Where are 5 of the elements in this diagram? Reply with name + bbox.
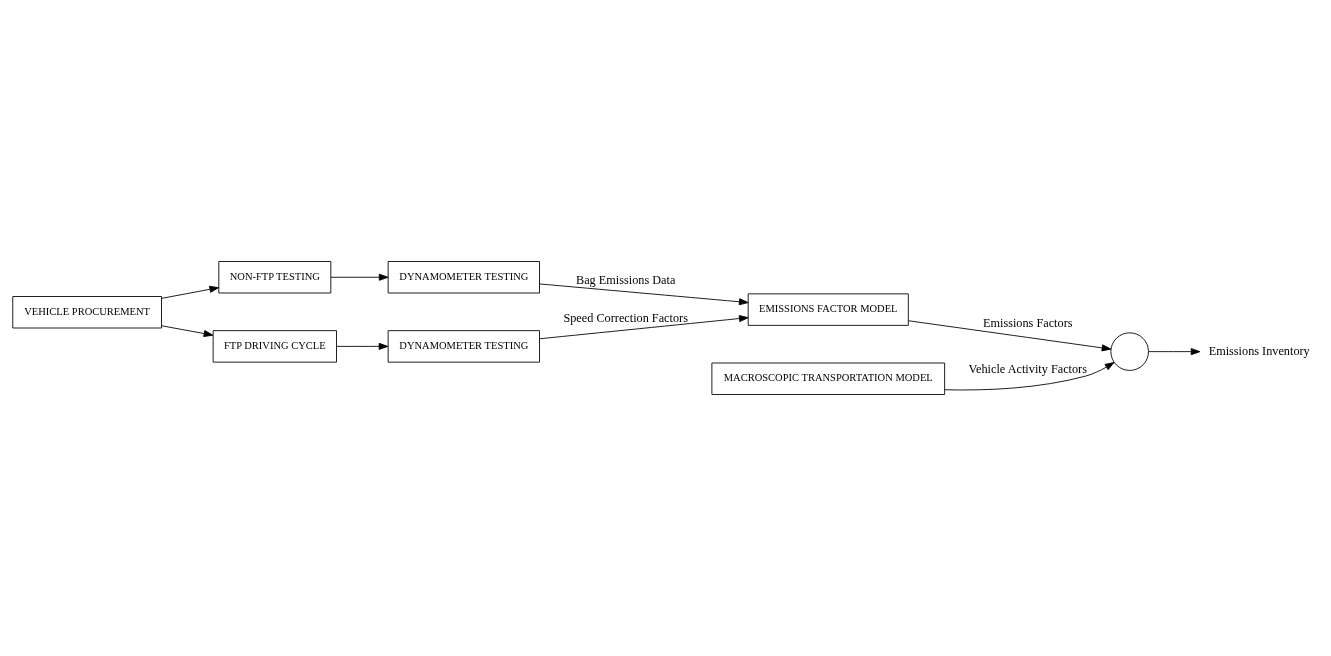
- edge-label: Bag Emissions Data: [576, 272, 676, 287]
- edge-label: Emissions Factors: [983, 316, 1073, 331]
- node-text: Emissions Inventory: [1208, 343, 1310, 358]
- edge-label: Speed Correction Factors: [563, 311, 688, 326]
- edge-label: Vehicle Activity Factors: [968, 361, 1087, 376]
